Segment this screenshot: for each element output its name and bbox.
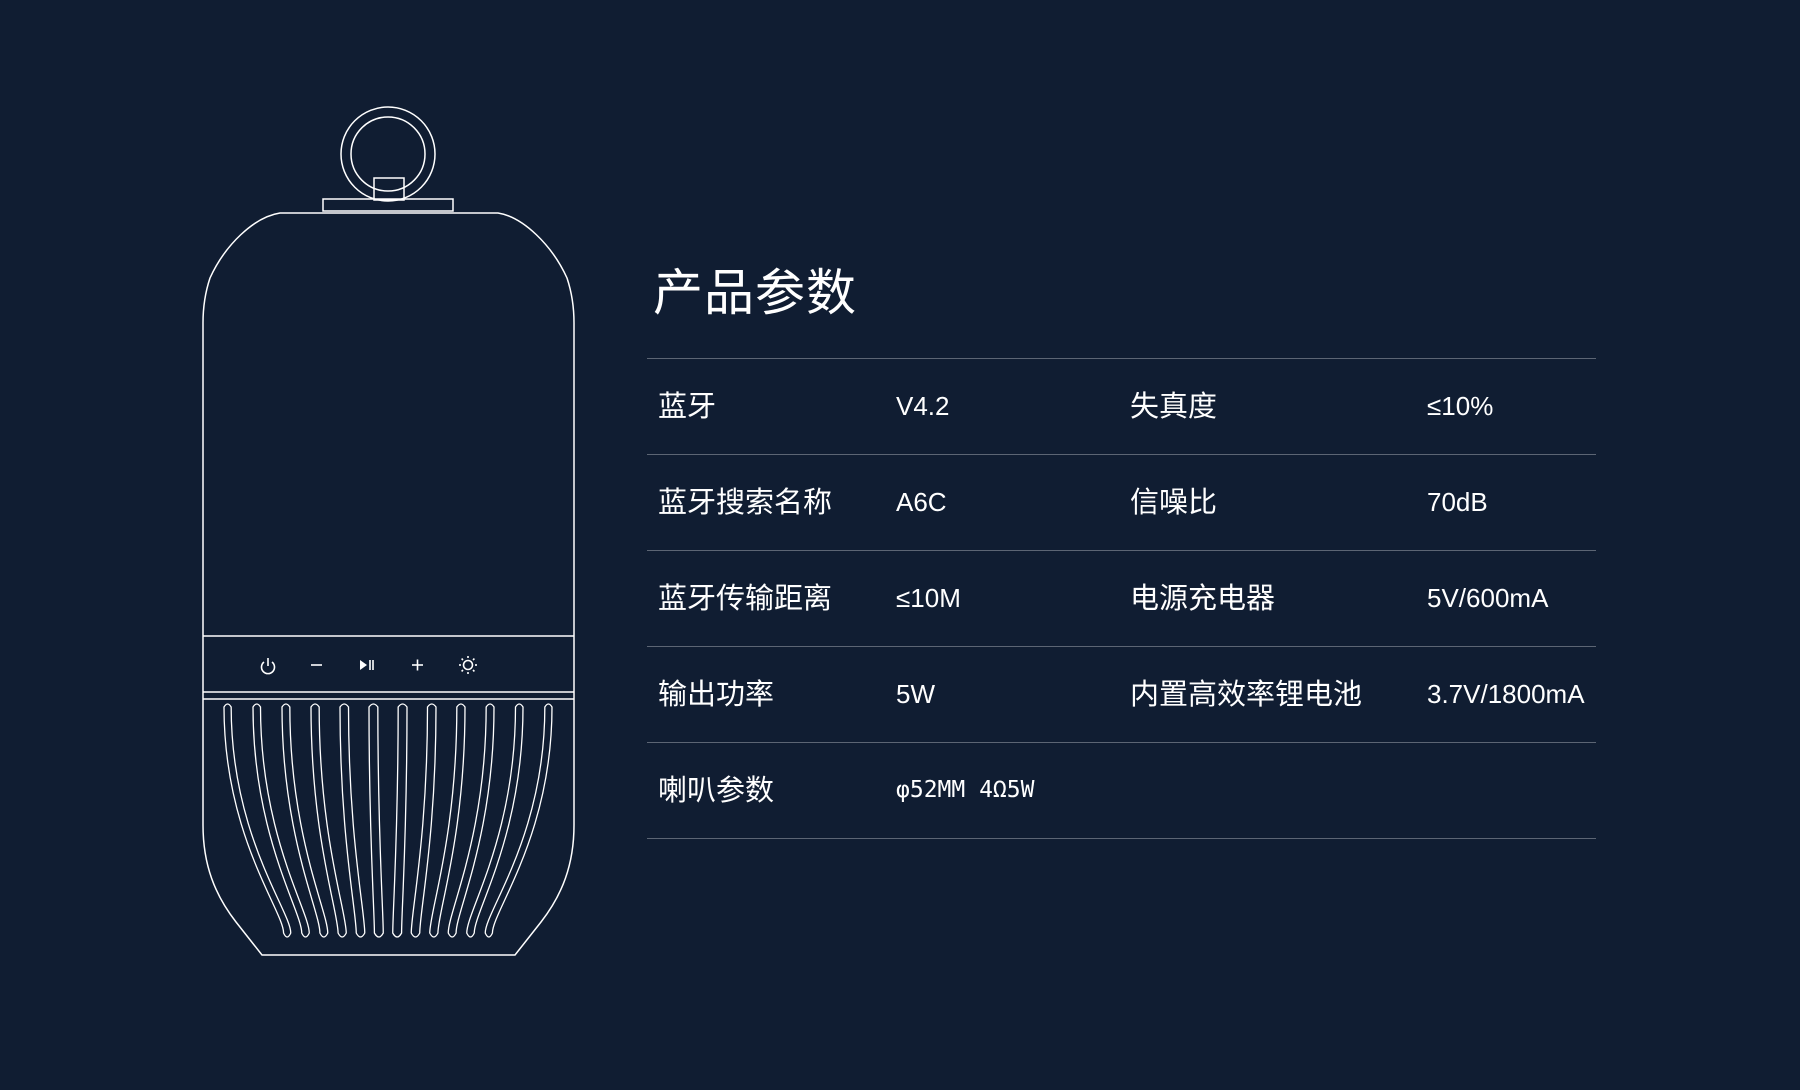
speaker-illustration	[180, 95, 600, 975]
grille-slat	[310, 703, 347, 938]
ring-stem	[373, 177, 405, 201]
spec-row: 喇叭参数 φ52MM 4Ω5W	[647, 743, 1596, 839]
spec-value: 70dB	[1427, 487, 1488, 517]
grille-slat	[339, 703, 366, 938]
spec-label: 信噪比	[1130, 485, 1218, 519]
spec-value: ≤10M	[896, 583, 961, 613]
spec-label: 内置高效率锂电池	[1130, 677, 1363, 711]
grille-slat	[447, 703, 495, 938]
spec-row: 输出功率 5W 内置高效率锂电池 3.7V/1800mA	[647, 647, 1596, 743]
grille-slat	[368, 703, 384, 938]
spec-row: 蓝牙传输距离 ≤10M 电源充电器 5V/600mA	[647, 551, 1596, 647]
spec-table: 蓝牙 V4.2 失真度 ≤10% 蓝牙搜索名称 A6C 信噪比 70dB 蓝牙传…	[647, 358, 1596, 839]
spec-label: 失真度	[1130, 389, 1218, 423]
spec-label: 喇叭参数	[658, 773, 775, 807]
speaker-line-drawing	[202, 106, 575, 956]
grille-slat	[392, 703, 408, 938]
spec-value: φ52MM 4Ω5W	[896, 777, 1035, 803]
plus-icon[interactable]	[412, 659, 423, 671]
grille-slat	[281, 703, 329, 938]
spec-label: 蓝牙搜索名称	[658, 485, 833, 519]
spec-value: V4.2	[896, 391, 950, 421]
hanging-ring-outer	[340, 106, 436, 202]
hanging-ring-inner	[350, 116, 426, 192]
play-pause-icon[interactable]	[360, 660, 374, 670]
spec-value: A6C	[896, 487, 947, 517]
grille-slat	[429, 703, 466, 938]
grille-slat	[410, 703, 437, 938]
spec-value: 3.7V/1800mA	[1427, 679, 1585, 709]
top-cap	[322, 198, 454, 212]
spec-label: 输出功率	[658, 677, 775, 711]
light-icon[interactable]	[459, 656, 477, 674]
speaker-grille	[223, 703, 553, 938]
spec-value: 5W	[896, 679, 935, 709]
spec-value: 5V/600mA	[1427, 583, 1549, 613]
speaker-body-outline	[202, 212, 575, 956]
spec-row: 蓝牙 V4.2 失真度 ≤10%	[647, 359, 1596, 455]
grille-slat	[252, 703, 310, 938]
grille-slat	[223, 703, 292, 938]
page-title: 产品参数	[653, 264, 857, 322]
spec-value: ≤10%	[1427, 391, 1494, 421]
power-icon[interactable]	[260, 658, 276, 675]
grille-slat	[466, 703, 524, 938]
grille-slat	[484, 703, 553, 938]
spec-row: 蓝牙搜索名称 A6C 信噪比 70dB	[647, 455, 1596, 551]
spec-label: 蓝牙	[658, 389, 717, 423]
spec-label: 蓝牙传输距离	[658, 581, 833, 615]
spec-label: 电源充电器	[1130, 581, 1276, 615]
